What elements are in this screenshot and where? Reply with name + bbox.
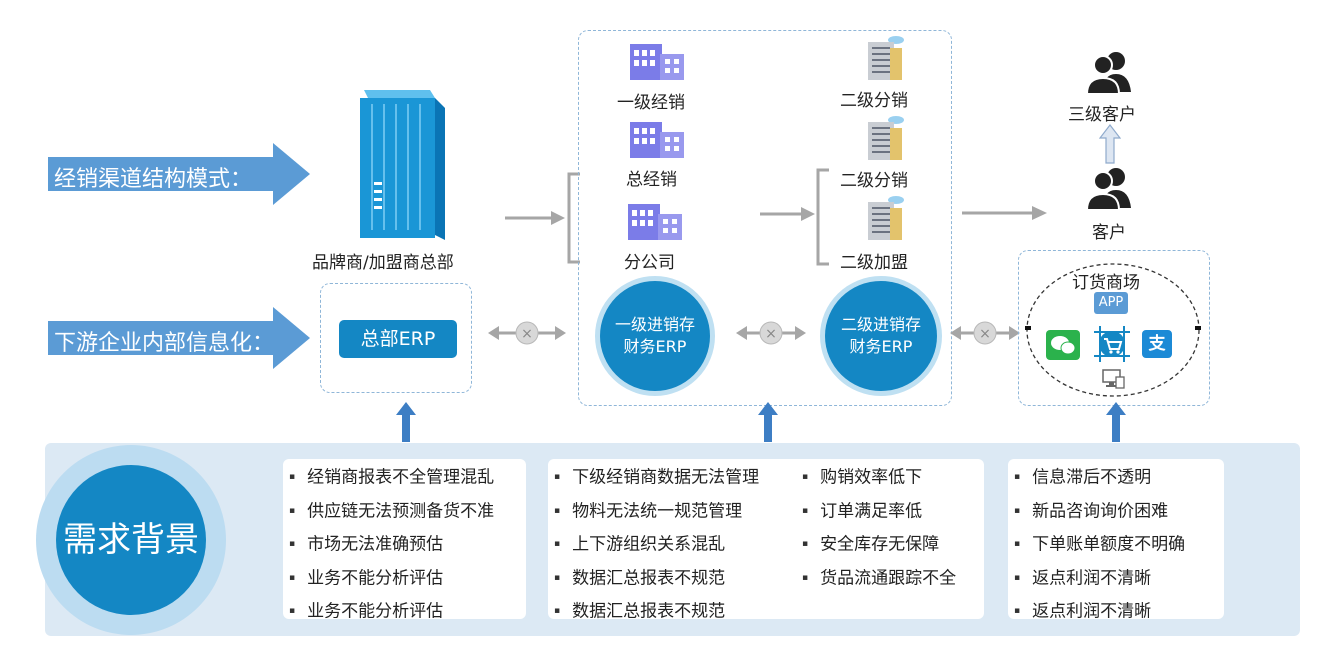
level3-customer-label: 三级客户 [1068, 105, 1136, 125]
req-item: 返点利润不清晰 [1014, 595, 1224, 629]
mall-ellipse [1025, 263, 1201, 397]
up-arrow-customer [1099, 124, 1121, 164]
req-item: 新品咨询询价困难 [1014, 495, 1224, 529]
bracket-level1 [567, 172, 580, 264]
svg-text:×: × [521, 326, 533, 342]
customer-group-icon [1085, 168, 1131, 210]
requirements-card-2: 下级经销商数据无法管理 物料无法统一规范管理 上下游组织关系混乱 数据汇总报表不… [548, 459, 984, 622]
req-item: 安全库存无保障 [802, 528, 956, 562]
svg-text:×: × [765, 326, 777, 342]
level2-dist-b-tower-icon [868, 116, 904, 160]
bracket-level2 [816, 168, 829, 266]
branch-building-icon [628, 204, 682, 240]
channel-structure-banner-shape [48, 143, 310, 205]
level1-erp-line2: 财务ERP [623, 337, 687, 356]
req-item: 信息滞后不透明 [1014, 461, 1224, 495]
general-dealer-building-icon [630, 122, 684, 158]
computer-icon[interactable] [1100, 368, 1126, 390]
level2-dist-b-label: 二级分销 [840, 171, 908, 191]
level1-dealer-building-icon [630, 44, 684, 80]
level1-erp-line1: 一级进销存 [614, 315, 695, 334]
level2-erp-line1: 二级进销存 [840, 315, 921, 334]
mid-dashed-region [578, 30, 952, 406]
requirements-card-1: 经销商报表不全管理混乱 供应链无法预测备货不准 市场无法准确预估 业务不能分析评… [283, 459, 526, 622]
alipay-icon[interactable]: 支 [1142, 330, 1172, 358]
svg-text:×: × [979, 326, 991, 342]
level1-erp-circle[interactable]: 一级进销存 财务ERP [600, 281, 710, 391]
flow-arrow-3 [962, 206, 1047, 220]
req-item: 购销效率低下 [802, 461, 956, 495]
sync-connector-2: × [736, 321, 806, 345]
req-item: 业务不能分析评估 [289, 562, 526, 596]
level2-franchise-label: 二级加盟 [840, 253, 908, 273]
downstream-info-banner: 下游企业内部信息化： [54, 331, 275, 356]
channel-structure-banner: 经销渠道结构模式： [54, 167, 253, 192]
hq-erp-button[interactable]: 总部ERP [339, 320, 457, 358]
req-item: 经销商报表不全管理混乱 [289, 461, 526, 495]
downstream-info-banner-shape [48, 307, 310, 369]
req-item: 供应链无法预测备货不准 [289, 495, 526, 529]
hq-erp-dashed-box [320, 283, 472, 393]
level2-dist-a-label: 二级分销 [840, 91, 908, 111]
sync-connector-3: × [950, 321, 1020, 345]
hq-building-icon [360, 90, 445, 240]
requirements-title: 需求背景 [56, 465, 206, 615]
req-item: 物料无法统一规范管理 [554, 495, 759, 529]
req-item: 上下游组织关系混乱 [554, 528, 759, 562]
level1-dealer-label: 一级经销 [617, 93, 685, 113]
app-icon[interactable]: APP [1094, 292, 1128, 314]
requirements-card-3: 信息滞后不透明 新品咨询询价困难 下单账单额度不明确 返点利润不清晰 返点利润不… [1008, 459, 1224, 622]
customer-label: 客户 [1092, 223, 1126, 243]
sync-connector-1: × [488, 321, 566, 345]
level2-franchise-tower-icon [868, 196, 904, 240]
flow-arrow-2 [760, 207, 815, 221]
level3-customer-group-icon [1085, 52, 1131, 94]
req-item: 订单满足率低 [802, 495, 956, 529]
mall-title: 订货商场 [1072, 273, 1140, 293]
flow-arrow-1 [505, 211, 565, 225]
wechat-icon[interactable] [1046, 330, 1080, 360]
up-arrow-hq [396, 402, 416, 442]
shopping-cart-icon[interactable] [1090, 322, 1134, 366]
level2-erp-circle[interactable]: 二级进销存 财务ERP [825, 281, 937, 391]
level2-dist-a-tower-icon [868, 36, 904, 80]
req-item: 下级经销商数据无法管理 [554, 461, 759, 495]
req-item: 市场无法准确预估 [289, 528, 526, 562]
level2-erp-line2: 财务ERP [849, 337, 913, 356]
general-dealer-label: 总经销 [626, 170, 677, 190]
hq-label: 品牌商/加盟商总部 [312, 253, 454, 273]
req-item: 货品流通跟踪不全 [802, 562, 956, 596]
up-arrow-mall [1106, 402, 1126, 442]
req-item: 数据汇总报表不规范 [554, 562, 759, 596]
req-item: 数据汇总报表不规范 [554, 595, 759, 629]
up-arrow-mid [758, 402, 778, 442]
req-item: 返点利润不清晰 [1014, 562, 1224, 596]
req-item: 下单账单额度不明确 [1014, 528, 1224, 562]
req-item: 业务不能分析评估 [289, 595, 526, 629]
branch-label: 分公司 [624, 253, 675, 273]
